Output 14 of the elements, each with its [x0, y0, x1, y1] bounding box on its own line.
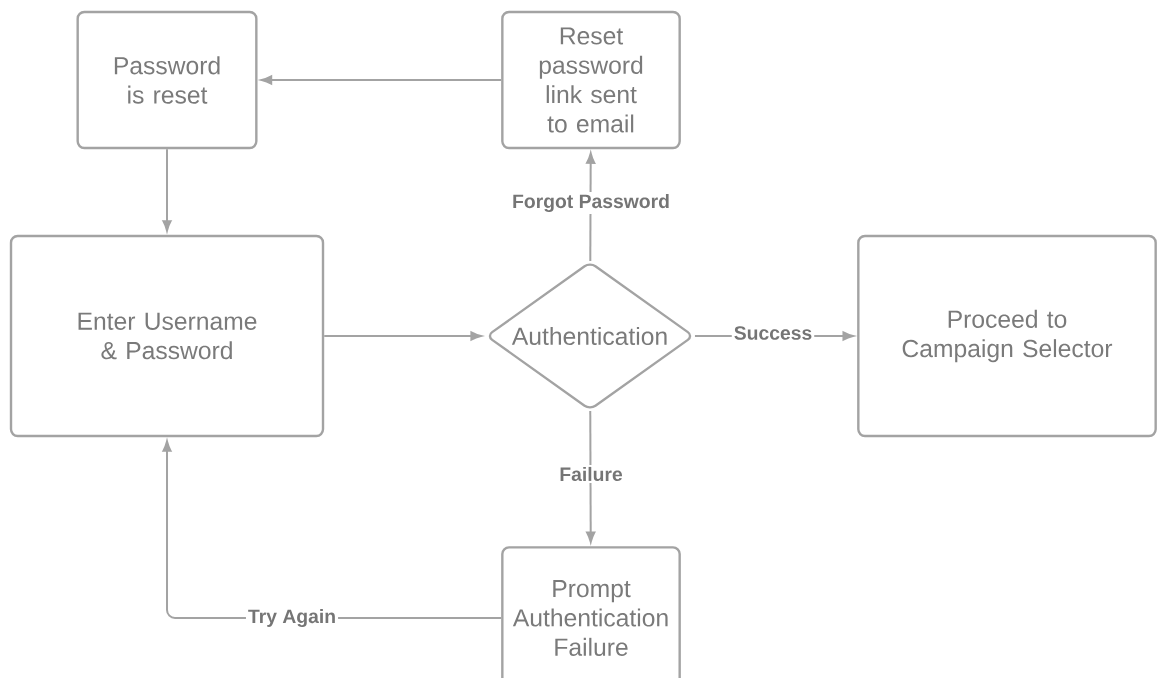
edge-label: Failure — [557, 464, 625, 484]
process-box: Reset password link sent to email — [501, 10, 681, 150]
edge-label: Try Again — [245, 606, 339, 630]
process-box: Prompt Authentication Failure — [501, 546, 681, 678]
arrow — [323, 331, 482, 341]
process-box: Proceed to Campaign Selector — [857, 234, 1157, 438]
arrow — [162, 148, 172, 232]
arrow — [586, 410, 596, 543]
process-box: Password is reset — [76, 10, 258, 150]
edge-label: Success — [731, 324, 815, 342]
arrow — [586, 152, 596, 262]
arrow — [260, 75, 503, 85]
edge-label: Forgot Password — [510, 191, 672, 215]
process-box: Enter Username & Password — [9, 234, 325, 438]
